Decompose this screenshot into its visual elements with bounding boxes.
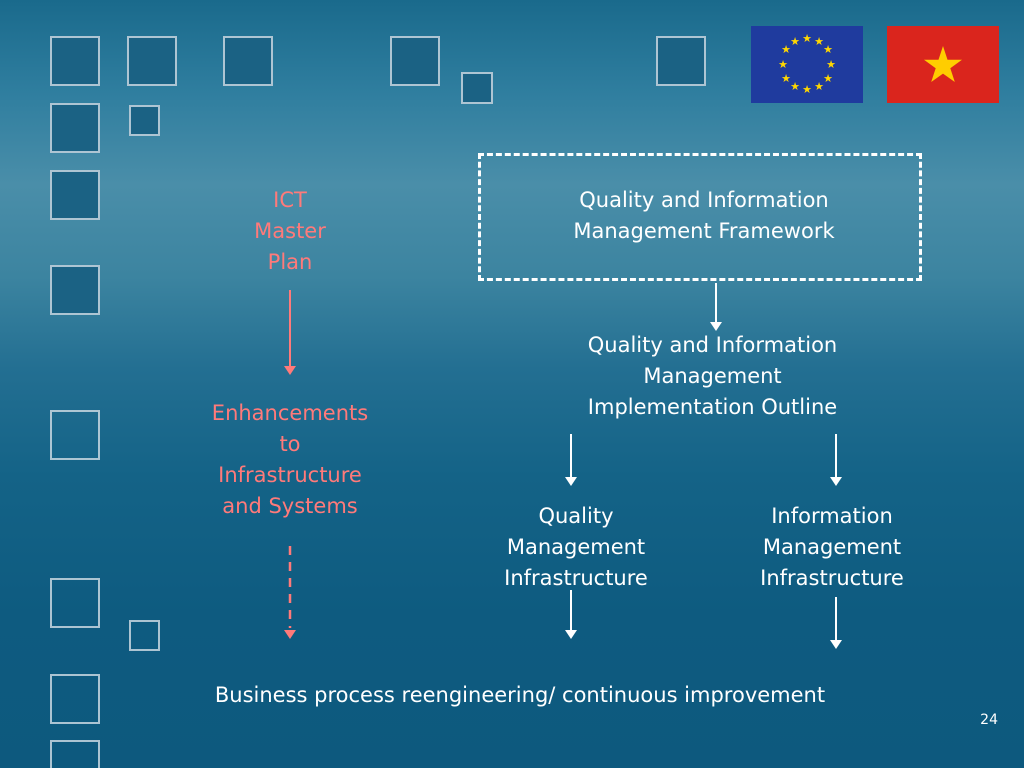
svg-text:★: ★ <box>781 43 791 56</box>
svg-text:★: ★ <box>802 32 812 45</box>
arrow-framework-to-outline <box>710 283 722 331</box>
infrastructure-line: Infrastructure <box>218 463 362 487</box>
quality-line-1: Quality <box>538 504 614 528</box>
implementation-outline-label: Quality and Information Management Imple… <box>540 330 885 423</box>
enhancements-label: Enhancements to Infrastructure and Syste… <box>190 398 390 522</box>
outline-line-3: Implementation Outline <box>587 395 838 419</box>
svg-text:★: ★ <box>826 58 836 71</box>
decor-square <box>127 36 177 86</box>
decor-square <box>129 620 160 651</box>
information-infrastructure-label: Information Management Infrastructure <box>742 501 922 594</box>
bottom-process-label: Business process reengineering/ continuo… <box>214 683 826 707</box>
info-line-1: Information <box>771 504 893 528</box>
and-systems-line: and Systems <box>222 494 358 518</box>
decor-square <box>223 36 273 86</box>
quality-infrastructure-label: Quality Management Infrastructure <box>486 501 666 594</box>
eu-flag-icon: ★ ★ ★ ★ ★ ★ ★ ★ ★ ★ ★ ★ <box>751 26 863 103</box>
framework-dashed-box <box>478 153 922 281</box>
arrow-enhancements-to-bottom <box>284 546 296 639</box>
arrow-outline-to-information <box>830 434 842 486</box>
arrow-quality-to-bottom <box>565 590 577 639</box>
svg-text:★: ★ <box>814 80 824 93</box>
to-line: to <box>279 432 301 456</box>
decor-square <box>50 36 100 86</box>
vietnam-flag-icon <box>887 26 999 103</box>
decor-square <box>50 265 100 315</box>
decor-square <box>50 740 100 768</box>
decor-square <box>50 410 100 460</box>
framework-line-1: Quality and Information <box>579 188 829 212</box>
decor-square <box>50 578 100 628</box>
framework-line-2: Management Framework <box>573 219 835 243</box>
svg-text:★: ★ <box>790 80 800 93</box>
decor-square <box>390 36 440 86</box>
svg-text:★: ★ <box>802 83 812 96</box>
svg-text:★: ★ <box>778 58 788 71</box>
decor-square <box>50 674 100 724</box>
svg-text:★: ★ <box>790 35 800 48</box>
outline-line-2: Management <box>643 364 782 388</box>
quality-line-2: Management <box>506 535 646 559</box>
quality-line-3: Infrastructure <box>504 566 648 590</box>
page-number: 24 <box>980 712 998 728</box>
plan-line: Plan <box>267 250 313 274</box>
decor-square <box>50 103 100 153</box>
svg-text:★: ★ <box>814 35 824 48</box>
svg-text:★: ★ <box>823 43 833 56</box>
arrow-outline-to-quality <box>565 434 577 486</box>
ict-line: ICT <box>273 188 307 212</box>
svg-text:★: ★ <box>823 72 833 85</box>
decor-square <box>129 105 160 136</box>
enhancements-line: Enhancements <box>211 401 369 425</box>
svg-text:★: ★ <box>781 72 791 85</box>
decor-square <box>50 170 100 220</box>
outline-line-1: Quality and Information <box>587 333 838 357</box>
ict-master-plan-label: ICT Master Plan <box>230 185 350 278</box>
master-line: Master <box>254 219 326 243</box>
info-line-2: Management <box>762 535 902 559</box>
decor-square <box>656 36 706 86</box>
arrow-information-to-bottom <box>830 597 842 649</box>
decor-square <box>461 72 493 104</box>
framework-label: Quality and Information Management Frame… <box>490 185 918 247</box>
arrow-ict-to-enhancements <box>284 290 296 375</box>
info-line-3: Infrastructure <box>760 566 904 590</box>
